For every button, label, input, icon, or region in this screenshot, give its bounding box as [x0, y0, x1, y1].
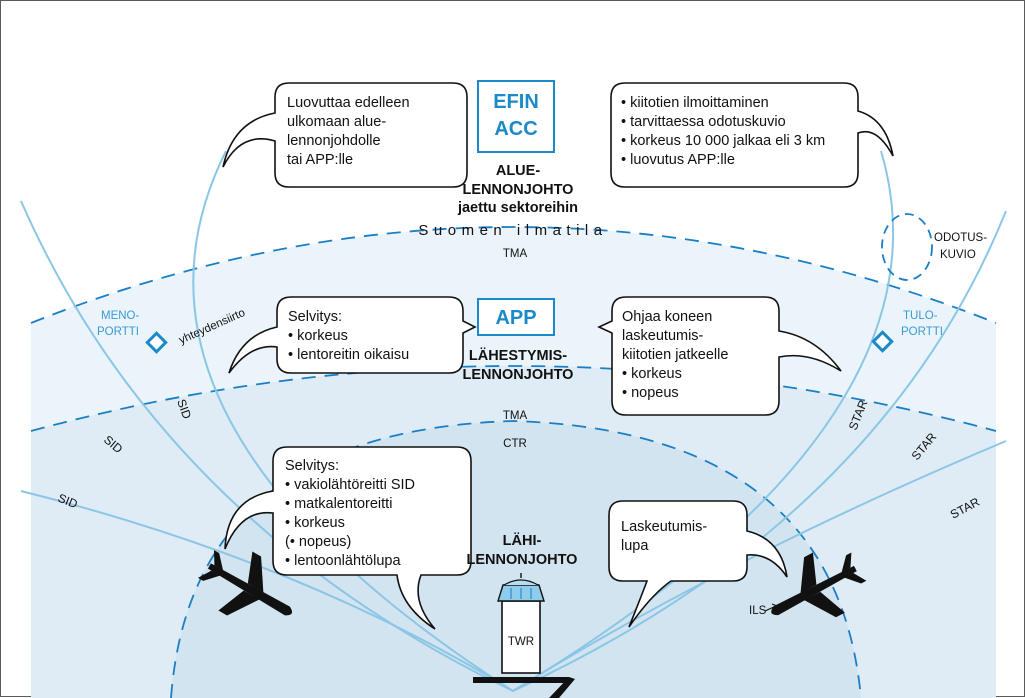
app-right-text-4: • korkeus [622, 366, 682, 382]
tma-bottom-label: TMA [503, 410, 528, 422]
app-title: APP [495, 307, 536, 329]
twr-label: TWR [508, 636, 534, 648]
app-box [477, 298, 555, 336]
acc-title-1: EFIN [493, 91, 539, 113]
ctr-label: CTR [503, 438, 527, 450]
app-right-text-2: laskeutumis- [622, 328, 704, 344]
acc-left-text-4: tai APP:lle [287, 152, 353, 168]
arriving-aircraft-icon [771, 552, 867, 618]
app-left-bubble [228, 296, 477, 374]
acc-left-text-2: ulkomaan alue- [287, 114, 386, 130]
tulo-portti-label-1: TULO- [903, 310, 938, 322]
ils-label: ILS [749, 605, 767, 617]
app-left-text-1: Selvitys: [288, 309, 342, 325]
tower-left-text-3: • matkalentoreitti [285, 496, 392, 512]
bottom-aircraft-tail-icon [549, 677, 575, 698]
tower-right-text-1: Laskeutumis- [621, 519, 707, 535]
star-route-2 [512, 210, 1007, 692]
tma-boundary [30, 365, 997, 432]
tower-left-text-5: (• nopeus) [285, 534, 351, 550]
tulo-portti-label-2: PORTTI [901, 326, 943, 338]
tower-label-1: LÄHI- [503, 532, 542, 549]
meno-portti-label-1: MENO- [101, 310, 140, 322]
acc-right-text-2: • tarvittaessa odotuskuvio [621, 114, 786, 130]
acc-left-text-3: lennonjohdolle [287, 133, 381, 149]
app-right-text-3: kiitotien jatkeelle [622, 347, 728, 363]
odotus-label-1: ODOTUS- [934, 232, 987, 244]
acc-right-text-1: • kiitotien ilmoittaminen [621, 95, 769, 111]
app-left-text-3: • lentoreitin oikaisu [288, 347, 409, 363]
acc-label-1: ALUE- [496, 163, 540, 179]
ils-arrow-icon [764, 603, 778, 612]
ctr-boundary [170, 420, 862, 698]
odotus-label-2: KUVIO [940, 249, 976, 261]
star-route-3 [512, 150, 895, 692]
tma-top-label: TMA [503, 248, 528, 260]
tower-left-bubble [224, 446, 472, 630]
acc-right-text-3: • korkeus 10 000 jalkaa eli 3 km [621, 133, 825, 149]
tower-label-2: LENNONJOHTO [467, 552, 578, 568]
control-tower-icon [497, 573, 545, 674]
tower-left-text-6: • lentoonlähtölupa [285, 553, 401, 569]
acc-box [477, 80, 555, 153]
acc-right-bubble [610, 82, 894, 188]
runway [473, 677, 569, 683]
acc-left-bubble [222, 82, 468, 188]
acc-label-3: jaettu sektoreihin [457, 200, 578, 216]
meno-portti-label-2: PORTTI [97, 326, 139, 338]
meno-portti-marker [145, 331, 168, 354]
app-right-text-1: Ohjaa koneen [622, 309, 712, 325]
tower-left-text-1: Selvitys: [285, 458, 339, 474]
tulo-portti-marker [871, 330, 894, 353]
tower-left-text-4: • korkeus [285, 515, 345, 531]
app-right-bubble [597, 296, 842, 416]
app-right-text-5: • nopeus [622, 385, 679, 401]
acc-right-text-4: • luovutus APP:lle [621, 152, 735, 168]
tower-right-bubble [608, 500, 788, 628]
finland-airspace-boundary [30, 226, 997, 324]
acc-label-2: LENNONJOHTO [463, 182, 574, 198]
acc-title-2: ACC [494, 118, 537, 140]
sid-route-2 [20, 200, 514, 692]
app-left-text-2: • korkeus [288, 328, 348, 344]
sid-label-3: SID [174, 397, 194, 421]
acc-left-text-1: Luovuttaa edelleen [287, 95, 410, 111]
app-label-2: LENNONJOHTO [463, 367, 574, 383]
sid-route-3 [192, 150, 514, 692]
sid-route-1 [20, 490, 514, 692]
holding-pattern [881, 213, 933, 281]
app-label-1: LÄHESTYMIS- [469, 347, 567, 364]
departing-aircraft-icon [197, 550, 293, 616]
tower-left-text-2: • vakiolähtöreitti SID [285, 477, 415, 493]
tower-right-text-2: lupa [621, 538, 649, 554]
finland-airspace-label: Suomen ilmatila [418, 222, 607, 239]
